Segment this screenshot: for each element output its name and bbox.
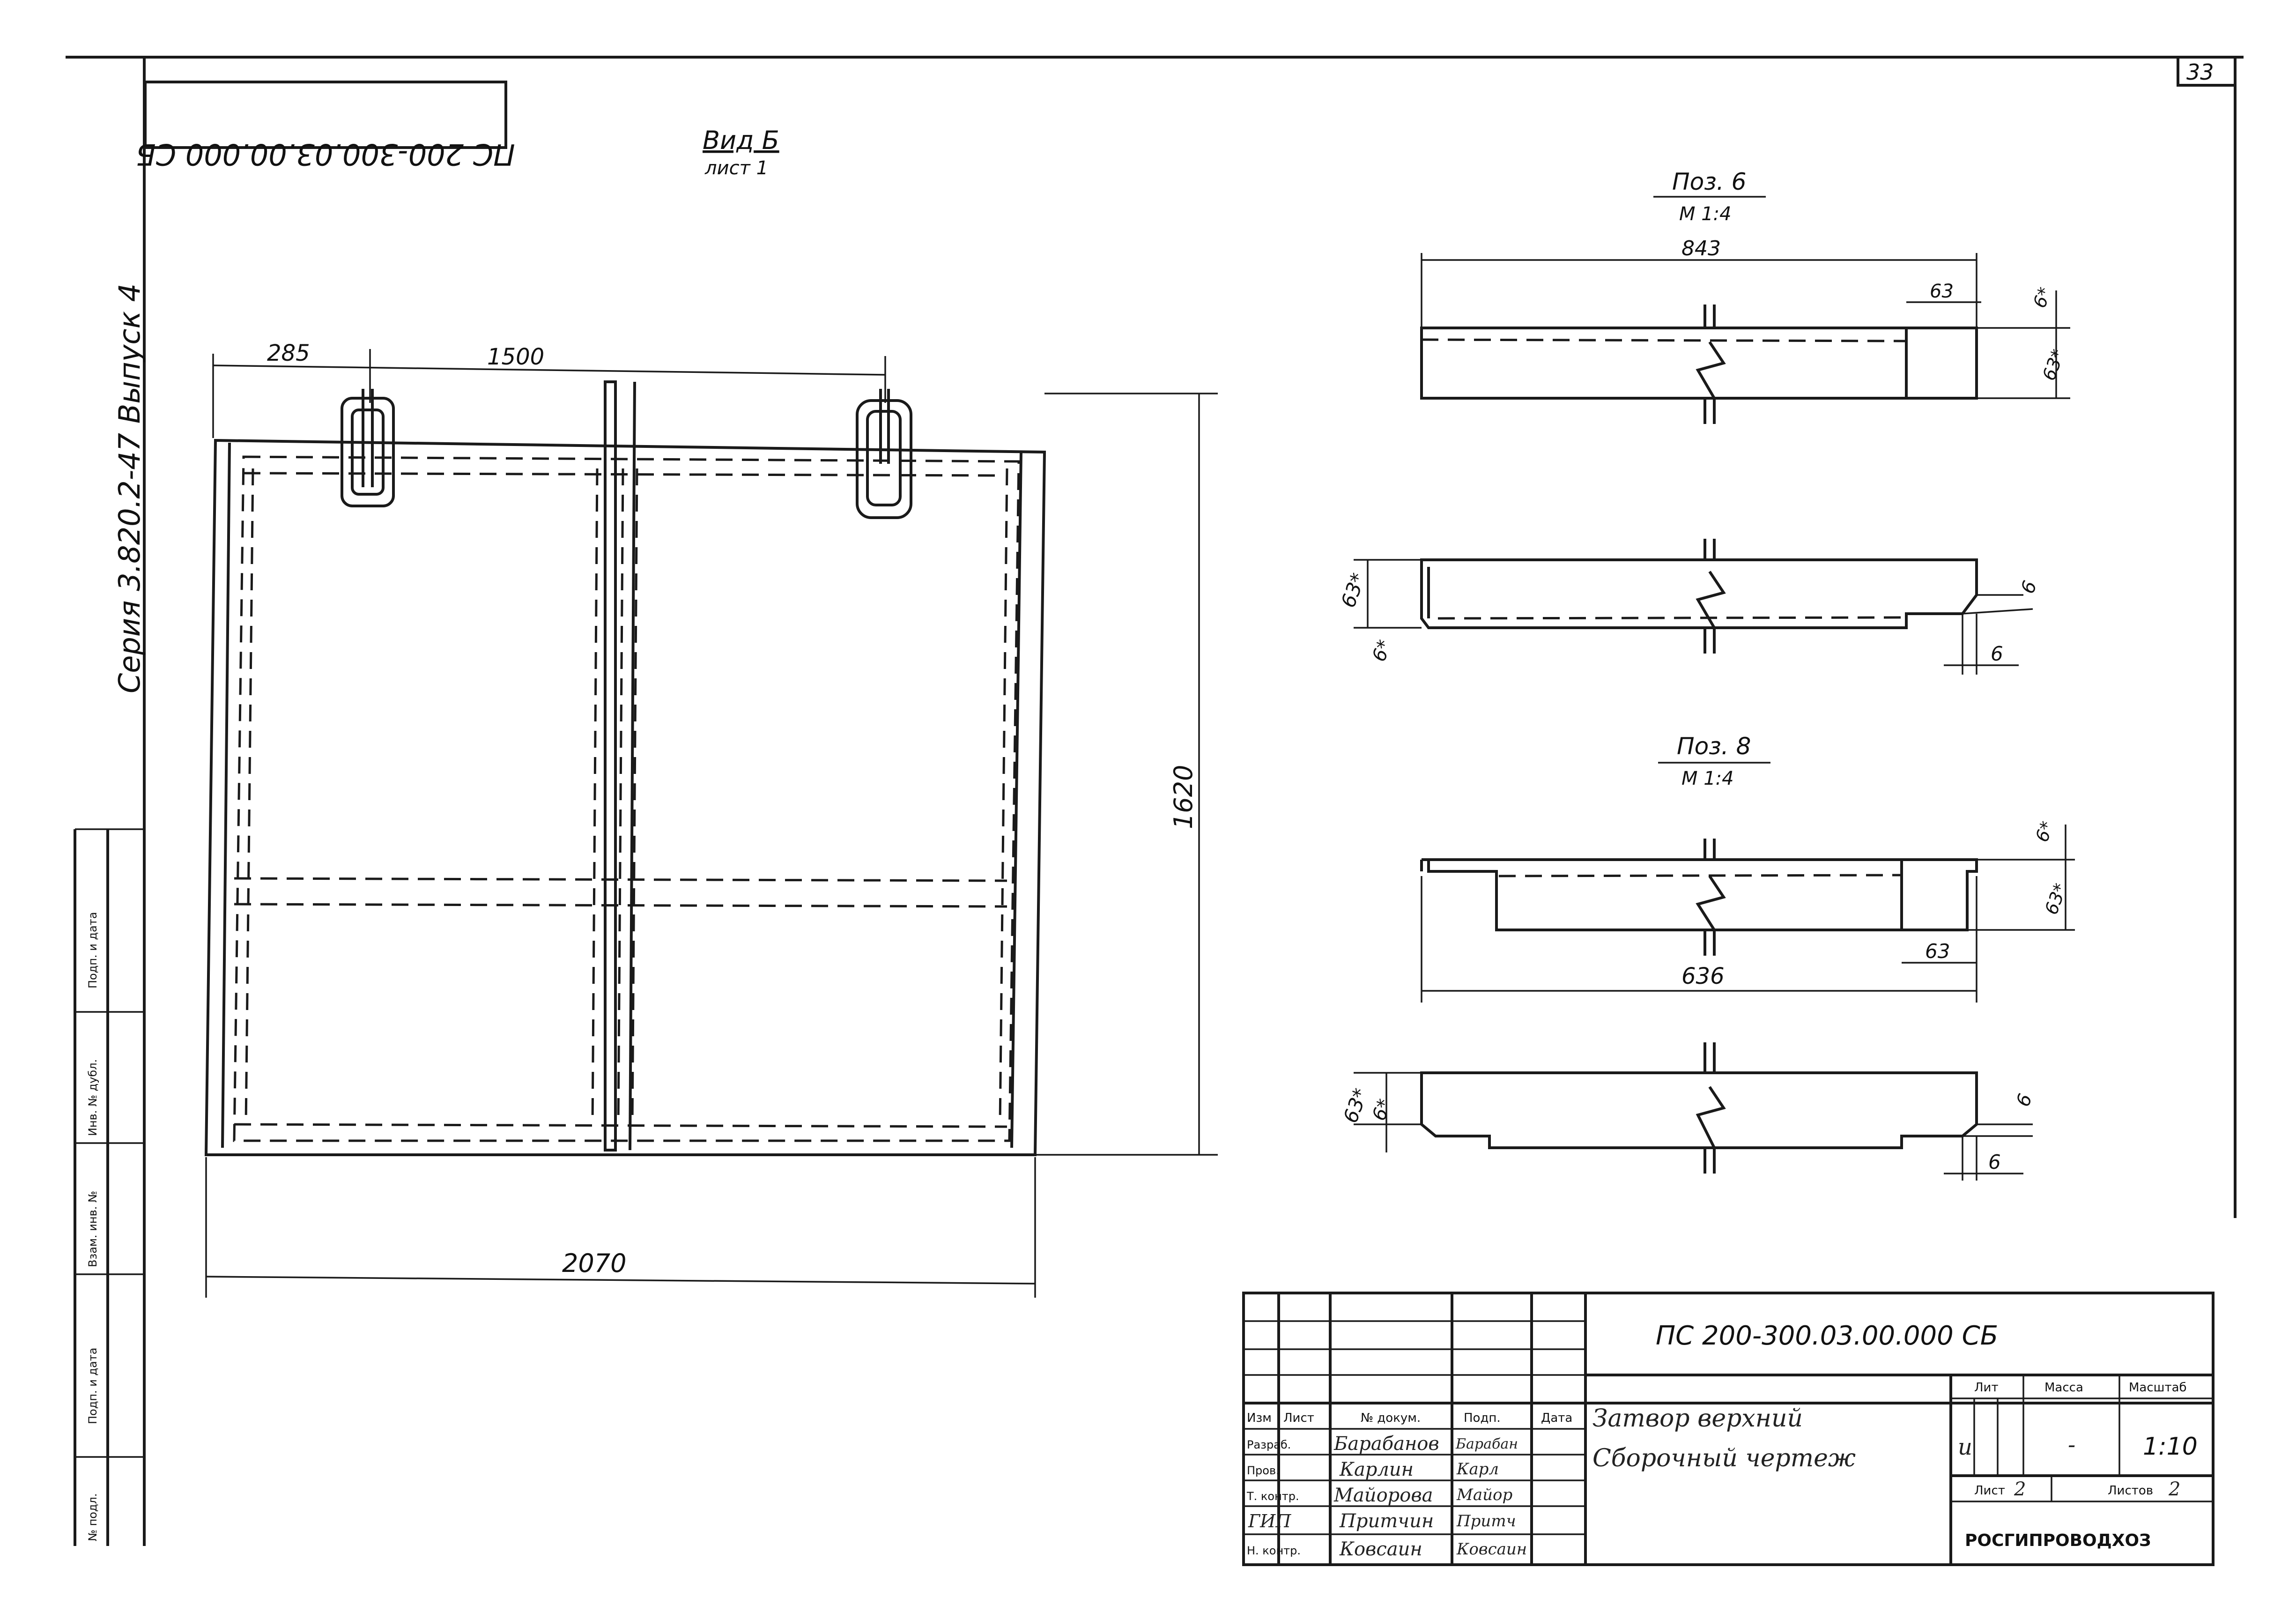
tb-name-1: Карлин: [1339, 1459, 1414, 1480]
tb-organization: РОСГИПРОВОДХОЗ: [1965, 1531, 2151, 1550]
page-number-box: [2177, 56, 2237, 87]
tb-role-1: Пров.: [1247, 1464, 1280, 1477]
mirrored-stamp: ПС 200-300.03.00.000 СБ: [136, 81, 515, 171]
view-b: Вид Б лист 1: [204, 126, 1218, 1298]
tb-name-2: Майорова: [1333, 1485, 1433, 1506]
tb-header-list: Лист: [1283, 1411, 1314, 1425]
pos6-scale: М 1:4: [1679, 203, 1732, 225]
tb-sign-4: Ковсаин: [1456, 1540, 1527, 1559]
tb-name-0: Барабанов: [1333, 1433, 1439, 1455]
pos8-dim-length: 636: [1681, 963, 1725, 989]
dimension-top: 285 1500: [212, 340, 886, 438]
tb-name-4: Ковсаин: [1339, 1538, 1422, 1560]
mirrored-stamp-code: ПС 200-300.03.00.000 СБ: [136, 137, 515, 171]
side-col-podp-data-1: Подп. и дата: [86, 1348, 99, 1425]
tb-sign-2: Майор: [1456, 1486, 1512, 1504]
tb-sheets-value: 2: [2168, 1479, 2180, 1500]
lifting-lug-left: [341, 389, 395, 507]
central-rib: [604, 380, 617, 1152]
side-stamp: № подл. Подп. и дата Взам. инв. № Инв. №…: [74, 828, 144, 1546]
tb-role-2: Т. контр.: [1246, 1490, 1299, 1503]
tb-role-3: ГИП: [1248, 1511, 1291, 1531]
tb-sheet-value: 2: [2014, 1479, 2026, 1500]
series-label: Серия 3.820.2-47 Выпуск 4: [112, 283, 147, 693]
dim-1620: 1620: [1169, 765, 1198, 829]
pos6-dim-6-a: 6: [2017, 578, 2041, 597]
tb-header-izm: Изм: [1247, 1411, 1272, 1425]
pos6-dim-6-b: 6: [1991, 642, 2003, 665]
view-title: Вид Б: [703, 126, 779, 155]
pos8-dim-6-star-left: 6*: [1368, 1096, 1396, 1123]
title-block: Изм Лист № докум. Подп. Дата Разраб. Бар…: [1242, 1292, 2215, 1566]
tb-doc-code: ПС 200-300.03.00.000 СБ: [1656, 1321, 1998, 1351]
pos8-dim-63-star-left: 63*: [1339, 1085, 1372, 1126]
dim-1500: 1500: [487, 344, 544, 370]
pos6-detail: Поз. 6 М 1:4 843 63 6* 63* 63* 6* 6: [1336, 168, 2070, 675]
dim-2070: 2070: [562, 1248, 626, 1278]
lifting-lug-right: [856, 389, 912, 519]
sheet-frame: 33: [66, 56, 2244, 1546]
tb-header-date: Дата: [1541, 1411, 1572, 1425]
tb-col-mass: Масса: [2044, 1381, 2083, 1395]
pos8-dim-63: 63: [1925, 940, 1950, 963]
pos8-title: Поз. 8: [1677, 733, 1751, 760]
view-subtitle: лист 1: [704, 157, 768, 179]
tb-col-scale: Масштаб: [2129, 1381, 2187, 1395]
tb-role-4: Н. контр.: [1247, 1544, 1301, 1557]
tb-sheets-label: Листов: [2108, 1484, 2153, 1498]
dim-285: 285: [267, 340, 310, 366]
pos6-dim-63-star-left: 63*: [1336, 570, 1370, 611]
tb-lit-value: и: [1958, 1434, 1972, 1460]
pos8-dim-6-star: 6*: [2031, 818, 2058, 845]
pos6-dim-63-star-right: 63*: [2038, 347, 2068, 383]
pos6-dim-length: 843: [1681, 237, 1721, 260]
tb-role-0: Разраб.: [1247, 1438, 1291, 1451]
side-col-podp-data-2: Подп. и дата: [86, 912, 99, 989]
tb-name-line1: Затвор верхний: [1592, 1404, 1803, 1433]
tb-header-sign: Подп.: [1464, 1411, 1501, 1425]
tb-name-3: Притчин: [1339, 1510, 1434, 1532]
pos8-dim-63-star-right: 63*: [2041, 881, 2071, 917]
pos8-dim-6-b: 6: [1988, 1151, 2001, 1174]
tb-sign-1: Карл: [1456, 1460, 1499, 1479]
tb-mass-value: -: [2068, 1432, 2075, 1458]
pos6-dim-6-star-left: 6*: [1368, 637, 1396, 664]
page-number: 33: [2186, 59, 2214, 85]
pos8-scale: М 1:4: [1681, 768, 1734, 789]
tb-col-lit: Лит: [1974, 1381, 1999, 1395]
dimension-height: 1620: [1035, 393, 1218, 1156]
dimension-width: 2070: [205, 1157, 1036, 1298]
pos6-title: Поз. 6: [1672, 168, 1746, 195]
tb-name-line2: Сборочный чертеж: [1592, 1444, 1856, 1472]
tb-sign-0: Барабан: [1455, 1436, 1518, 1452]
tb-sheet-label: Лист: [1974, 1484, 2005, 1498]
pos8-detail: Поз. 8 М 1:4 6* 63* 63 636 63* 6* 6: [1339, 733, 2075, 1181]
pos6-dim-63-top: 63: [1930, 281, 1954, 302]
side-col-inv-dubl: Инв. № дубл.: [86, 1059, 99, 1136]
tb-scale-value: 1:10: [2143, 1433, 2198, 1461]
tb-header-doc-no: № докум.: [1361, 1411, 1421, 1425]
gate-body: [204, 438, 1046, 1156]
pos8-dim-6-a: 6: [2012, 1091, 2037, 1110]
pos6-dim-6-star: 6*: [2029, 284, 2055, 311]
side-col-no-podl: № подл.: [86, 1493, 99, 1541]
tb-sign-3: Притч: [1456, 1512, 1516, 1531]
side-col-vzam-inv: Взам. инв. №: [86, 1191, 99, 1267]
